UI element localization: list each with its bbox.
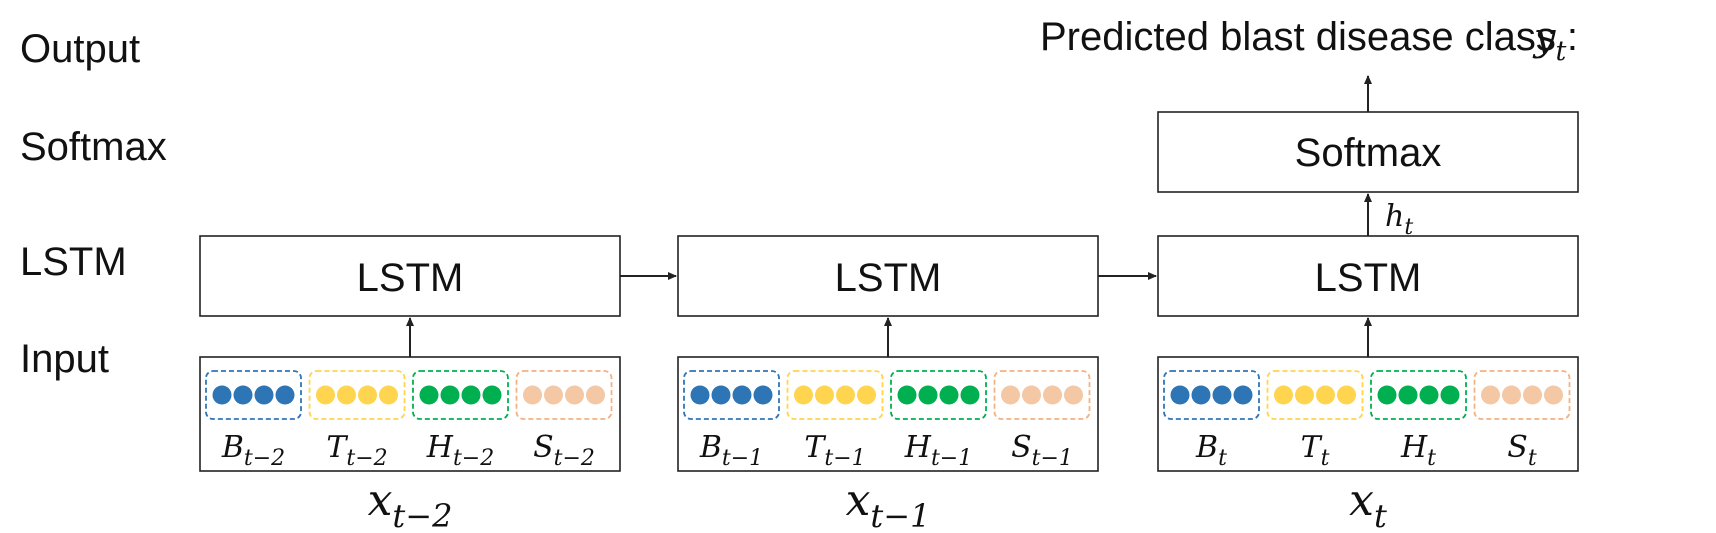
feature-label-H: Ht−1 — [904, 430, 972, 471]
feature-group-T — [308, 370, 406, 420]
feature-dot — [1419, 385, 1439, 405]
feature-dot — [1043, 385, 1062, 405]
feature-dot — [918, 385, 938, 405]
row-label-lstm: LSTM — [20, 240, 127, 284]
input-vector-label: xt−1 — [846, 475, 931, 533]
feature-label-T: Tt−2 — [326, 430, 387, 471]
feature-group-T — [786, 370, 884, 420]
input-frame — [677, 356, 1099, 472]
feature-dot — [1064, 385, 1083, 405]
input-frame — [199, 356, 621, 472]
softmax-box-label: Softmax — [1295, 131, 1442, 175]
feature-dot — [1212, 385, 1232, 405]
feature-dot — [316, 385, 335, 405]
feature-group-S — [1473, 370, 1571, 420]
feature-dot — [586, 385, 605, 405]
feature-dot — [1377, 385, 1397, 405]
feature-dot — [523, 385, 542, 405]
input-vector-label: xt — [1349, 475, 1387, 533]
feature-dot — [212, 385, 232, 405]
feature-dot — [1544, 385, 1563, 405]
feature-dot — [857, 385, 876, 405]
lstm-box — [677, 235, 1099, 317]
output-variable: yt — [1532, 15, 1566, 67]
feature-dot — [1481, 385, 1500, 405]
feature-dot — [732, 385, 752, 405]
feature-dot — [794, 385, 813, 405]
feature-group-B — [1163, 370, 1260, 420]
feature-dot — [461, 385, 481, 405]
timesteps: LSTM Bt−2 Tt−2 Ht−2 St−2 xt−2 LSTM Bt−1 Tt−1 Ht−1… — [199, 235, 1579, 533]
feature-dot — [711, 385, 731, 405]
feature-dot — [1502, 385, 1521, 405]
feature-dot — [379, 385, 398, 405]
feature-dot — [1523, 385, 1542, 405]
feature-dot — [358, 385, 377, 405]
feature-dot — [1233, 385, 1253, 405]
feature-label-B: Bt−1 — [699, 430, 763, 471]
feature-dot — [1440, 385, 1460, 405]
output-caption: Predicted blast disease class : — [1040, 15, 1578, 59]
lstm-box-label: LSTM — [357, 256, 464, 300]
feature-dot — [897, 385, 917, 405]
feature-label-S: St — [1507, 430, 1537, 471]
feature-dot — [1022, 385, 1041, 405]
input-frame — [1157, 356, 1579, 472]
feature-group-S — [993, 370, 1091, 420]
timestep-2: LSTM Bt Tt Ht St xt — [1157, 235, 1579, 533]
lstm-box — [1157, 235, 1579, 317]
feature-dot — [1274, 385, 1293, 405]
feature-group-H — [1370, 370, 1467, 420]
feature-group-B — [683, 370, 780, 420]
feature-label-T: Tt−1 — [804, 430, 865, 471]
feature-dot — [753, 385, 773, 405]
feature-label-H: Ht−2 — [426, 430, 494, 471]
lstm-box-label: LSTM — [835, 256, 942, 300]
row-label-output: Output — [20, 27, 140, 71]
feature-group-S — [515, 370, 613, 420]
feature-dot — [1398, 385, 1418, 405]
lstm-box — [199, 235, 621, 317]
feature-dot — [815, 385, 834, 405]
feature-label-S: St−2 — [533, 430, 595, 471]
feature-dot — [690, 385, 710, 405]
feature-dot — [1295, 385, 1314, 405]
feature-dot — [1191, 385, 1211, 405]
feature-dot — [565, 385, 584, 405]
feature-dot — [939, 385, 959, 405]
timestep-0: LSTM Bt−2 Tt−2 Ht−2 St−2 xt−2 — [199, 235, 677, 533]
feature-label-T: Tt — [1301, 430, 1330, 471]
feature-dot — [544, 385, 563, 405]
feature-label-S: St−1 — [1011, 430, 1073, 471]
feature-dot — [275, 385, 295, 405]
hidden-state-label: ht — [1385, 199, 1413, 240]
feature-dot — [254, 385, 274, 405]
feature-dot — [1001, 385, 1020, 405]
feature-dot — [836, 385, 855, 405]
row-label-softmax: Softmax — [20, 125, 167, 169]
feature-dot — [960, 385, 980, 405]
timestep-1: LSTM Bt−1 Tt−1 Ht−1 St−1 xt−1 — [677, 235, 1157, 533]
feature-dot — [482, 385, 502, 405]
feature-label-H: Ht — [1400, 430, 1436, 471]
input-vector-label: xt−2 — [368, 475, 453, 533]
feature-group-H — [890, 370, 987, 420]
feature-label-B: Bt — [1195, 430, 1227, 471]
feature-dot — [1316, 385, 1335, 405]
feature-group-H — [412, 370, 509, 420]
feature-dot — [1170, 385, 1190, 405]
feature-dot — [419, 385, 439, 405]
row-label-input: Input — [20, 337, 109, 381]
feature-dot — [337, 385, 356, 405]
feature-group-T — [1266, 370, 1364, 420]
lstm-box-label: LSTM — [1315, 256, 1422, 300]
feature-group-B — [205, 370, 302, 420]
feature-dot — [233, 385, 253, 405]
feature-dot — [1337, 385, 1356, 405]
softmax-box — [1157, 111, 1579, 193]
feature-label-B: Bt−2 — [221, 430, 285, 471]
feature-dot — [440, 385, 460, 405]
